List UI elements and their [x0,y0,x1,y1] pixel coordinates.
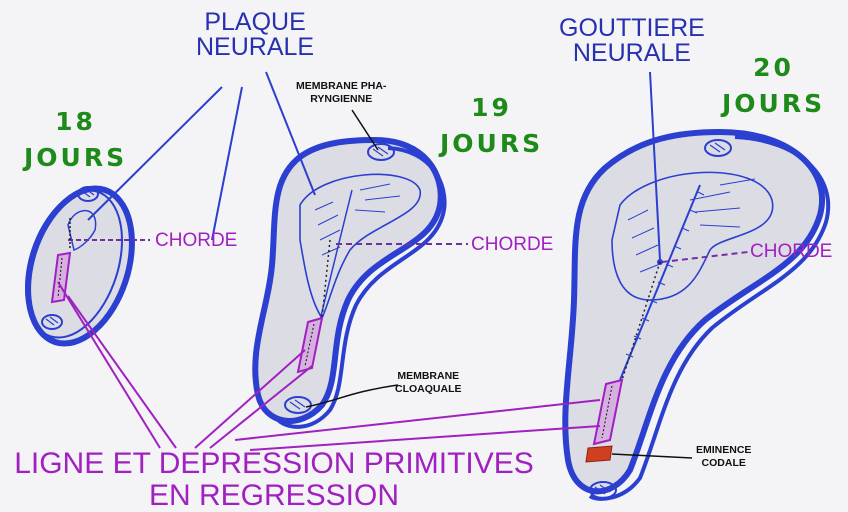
day-20-number: 20 [722,50,825,86]
chorde-label-19: CHORDE [471,235,553,254]
day-18-number: 18 [24,104,127,140]
day-18-jours: JOURS [24,140,127,176]
ligne-line-1: LIGNE ET DEPRESSION PRIMITIVES [14,448,534,480]
pharyngienne-line-1: MEMBRANE PHA- [296,80,386,93]
plaque-line-1: PLAQUE [196,10,314,35]
eminence-line-2: CODALE [696,457,751,470]
ligne-line-2: EN REGRESSION [14,480,534,512]
embryo-18-days [9,175,151,357]
day-20-label: 20 JOURS [722,50,825,123]
pharyngienne-line-2: RYNGIENNE [296,93,386,106]
day-20-jours: JOURS [722,86,825,122]
eminence-codale-label: EMINENCE CODALE [696,444,751,470]
plaque-neurale-label: PLAQUE NEURALE [196,10,314,60]
eminence-line-1: EMINENCE [696,444,751,457]
chorde-label-20: CHORDE [750,242,832,261]
day-19-jours: JOURS [440,126,543,162]
cloaquale-line-1: MEMBRANE [395,370,462,383]
plaque-line-2: NEURALE [196,35,314,60]
membrane-cloaquale-label: MEMBRANE CLOAQUALE [395,370,462,396]
gouttiere-line-2: NEURALE [559,41,705,66]
day-19-label: 19 JOURS [440,90,543,163]
chorde-label-18: CHORDE [155,231,237,250]
caudal-eminence [586,446,612,462]
gouttiere-line-1: GOUTTIERE [559,16,705,41]
gouttiere-neurale-label: GOUTTIERE NEURALE [559,16,705,66]
day-19-number: 19 [440,90,543,126]
ligne-depression-label: LIGNE ET DEPRESSION PRIMITIVES EN REGRES… [14,448,534,511]
cloaquale-line-2: CLOAQUALE [395,383,462,396]
membrane-pharyngienne-label: MEMBRANE PHA- RYNGIENNE [296,80,386,106]
day-18-label: 18 JOURS [24,104,127,177]
